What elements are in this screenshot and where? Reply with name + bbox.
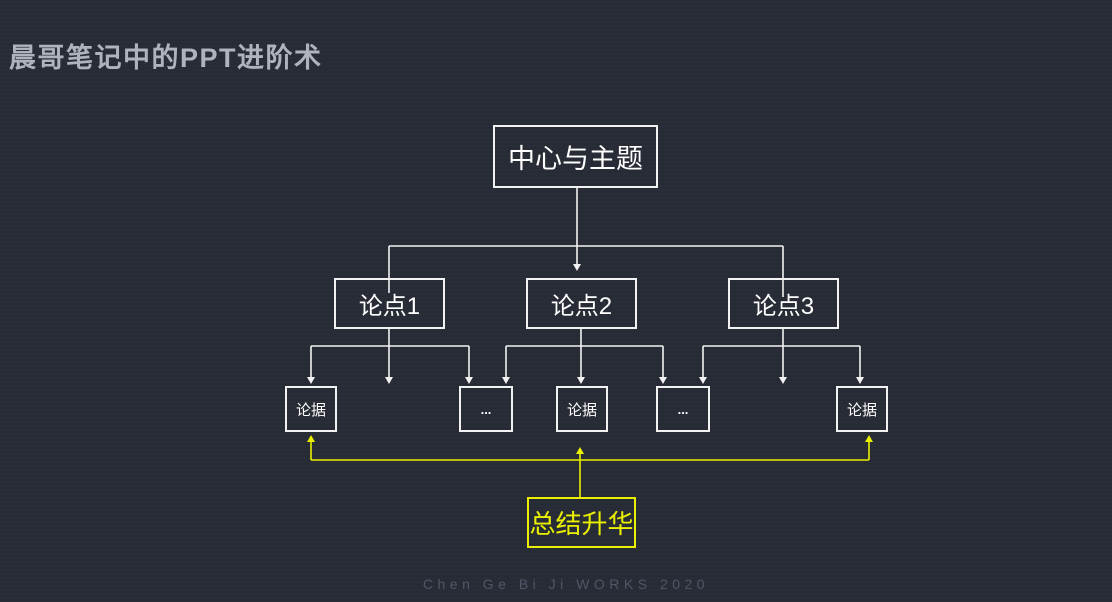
node-point-3: 论点3	[728, 278, 839, 329]
node-central-topic: 中心与主题	[493, 125, 658, 188]
node-ellipsis-1: ...	[459, 386, 513, 432]
page-title: 晨哥笔记中的PPT进阶术	[9, 43, 323, 73]
node-summary: 总结升华	[527, 497, 636, 548]
node-ellipsis-2: ...	[656, 386, 710, 432]
node-point-1: 论点1	[334, 278, 445, 329]
node-evidence-3: 论据	[836, 386, 888, 432]
watermark: Chen Ge Bi Ji WORKS 2020	[422, 576, 710, 592]
node-point-2: 论点2	[526, 278, 637, 329]
node-evidence-2: 论据	[556, 386, 608, 432]
node-evidence-1: 论据	[285, 386, 337, 432]
yellow-connectors	[310, 441, 870, 497]
yellow-arrowheads	[307, 435, 873, 454]
